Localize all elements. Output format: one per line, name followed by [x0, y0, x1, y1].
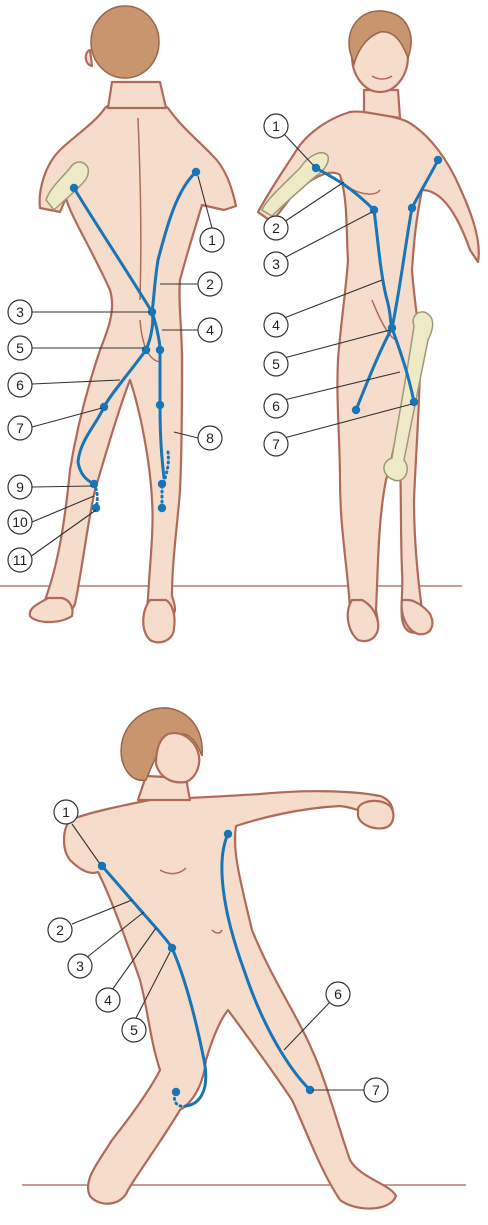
- callout-number: 4: [272, 317, 280, 333]
- callout-number: 7: [16, 420, 24, 436]
- callout-number: 4: [104, 992, 112, 1008]
- side-callout-7: 7: [364, 1078, 388, 1102]
- front-callout-5: 5: [264, 352, 288, 376]
- front-point: [352, 406, 360, 414]
- back-neck: [108, 82, 166, 108]
- callout-number: 3: [76, 958, 84, 974]
- back-head-hair: [91, 6, 159, 78]
- side-view-figure: 1 2 3 4 5 6 7: [22, 708, 466, 1209]
- callout-number: 4: [206, 322, 214, 338]
- front-point: [388, 324, 396, 332]
- back-point: [142, 346, 150, 354]
- callout-number: 2: [272, 220, 280, 236]
- front-callout-2: 2: [264, 216, 288, 240]
- back-point: [70, 184, 78, 192]
- callout-number: 5: [272, 356, 280, 372]
- front-callout-7: 7: [264, 432, 288, 456]
- front-point: [434, 156, 442, 164]
- front-point: [410, 398, 418, 406]
- back-callout-4: 4: [198, 318, 222, 342]
- callout-number: 9: [16, 479, 24, 495]
- callout-number: 3: [272, 256, 280, 272]
- front-view-figure: 1 2 3 4 5 6 7: [245, 11, 479, 641]
- back-point: [156, 346, 164, 354]
- callout-number: 6: [334, 986, 342, 1002]
- side-callout-1: 1: [54, 800, 78, 824]
- callout-number: 5: [130, 1022, 138, 1038]
- callout-number: 6: [16, 377, 24, 393]
- back-callout-7: 7: [8, 416, 32, 440]
- back-point: [156, 401, 164, 409]
- callout-number: 1: [62, 804, 70, 820]
- side-point: [224, 830, 232, 838]
- front-callout-4: 4: [264, 313, 288, 337]
- front-callout-1: 1: [264, 114, 288, 138]
- back-point: [92, 504, 100, 512]
- callout-number: 3: [16, 304, 24, 320]
- front-point: [408, 204, 416, 212]
- side-fist: [358, 801, 393, 828]
- back-callout-9: 9: [8, 475, 32, 499]
- back-ear: [86, 50, 92, 66]
- back-callout-10: 10: [8, 510, 32, 534]
- back-callout-3: 3: [8, 300, 32, 324]
- back-left-foot: [30, 598, 73, 622]
- callout-number: 1: [272, 118, 280, 134]
- callout-number: 6: [272, 398, 280, 414]
- back-callout-8: 8: [198, 426, 222, 450]
- callout-number: 11: [13, 552, 28, 568]
- callout-number: 2: [206, 276, 214, 292]
- back-callout-5: 5: [8, 336, 32, 360]
- side-callout-5: 5: [122, 1018, 146, 1042]
- back-right-foot: [143, 600, 174, 642]
- back-point: [158, 504, 166, 512]
- callout-number: 2: [56, 922, 64, 938]
- back-callout-11: 11: [8, 548, 32, 572]
- front-neck: [364, 90, 400, 118]
- side-point: [172, 1088, 180, 1096]
- front-callout-6: 6: [264, 394, 288, 418]
- side-callout-6: 6: [326, 982, 350, 1006]
- callout-number: 7: [372, 1082, 380, 1098]
- side-callout-2: 2: [48, 918, 72, 942]
- callout-number: 10: [12, 514, 28, 530]
- callout-number: 1: [208, 232, 216, 248]
- back-callout-6: 6: [8, 373, 32, 397]
- back-callout-2: 2: [198, 272, 222, 296]
- back-point: [158, 480, 166, 488]
- side-point: [168, 944, 176, 952]
- back-view-figure: 1 2 3 4 5 6 7 8 9 10 11: [0, 6, 245, 642]
- back-point: [100, 403, 108, 411]
- callout-number: 5: [16, 340, 24, 356]
- side-callout-4: 4: [96, 988, 120, 1012]
- back-point: [192, 168, 200, 176]
- callout-number: 8: [206, 430, 214, 446]
- back-point: [90, 480, 98, 488]
- callout-number: 7: [272, 436, 280, 452]
- front-callout-3: 3: [264, 252, 288, 276]
- side-callout-3: 3: [68, 954, 92, 978]
- back-callout-1: 1: [200, 228, 224, 252]
